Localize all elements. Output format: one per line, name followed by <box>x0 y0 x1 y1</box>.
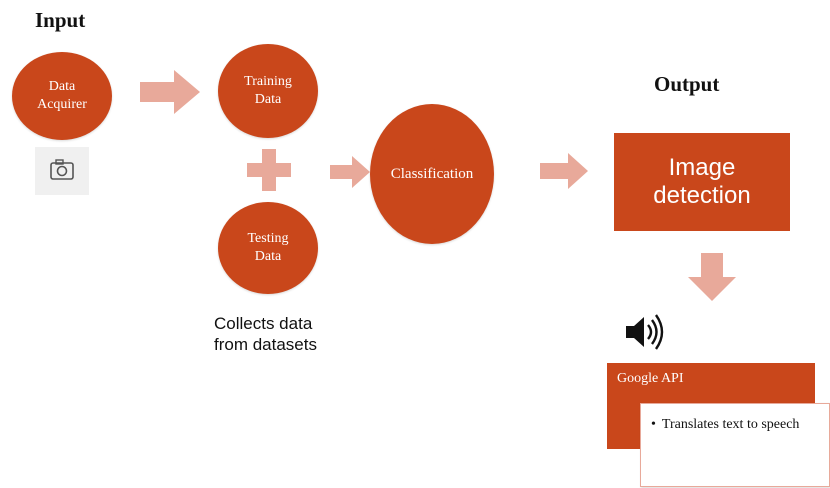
google-api-title: Google API <box>617 371 684 386</box>
plus-icon <box>247 149 291 191</box>
image-detection-label: Image detection <box>653 154 751 209</box>
camera-icon <box>35 147 89 195</box>
classification-node: Classification <box>370 104 494 244</box>
arrow-detection-to-speech <box>688 253 736 301</box>
arrow-classification-to-detection <box>540 153 588 189</box>
speaker-icon <box>626 314 664 350</box>
testing-data-node: Testing Data <box>218 202 318 294</box>
input-heading: Input <box>35 8 86 32</box>
training-data-node: Training Data <box>218 44 318 138</box>
bullet-icon: • <box>651 417 656 432</box>
arrow-data-to-classification <box>330 156 370 188</box>
translate-note-text: Translates text to speech <box>661 417 800 432</box>
data-acquirer-node: Data Acquirer <box>12 52 112 140</box>
arrow-acquirer-to-training <box>140 70 200 114</box>
collects-data-note: Collects data from datasets <box>214 314 317 354</box>
output-heading: Output <box>654 72 720 96</box>
image-detection-box: Image detection <box>614 133 790 231</box>
translate-note-box: • Translates text to speech <box>640 403 830 487</box>
